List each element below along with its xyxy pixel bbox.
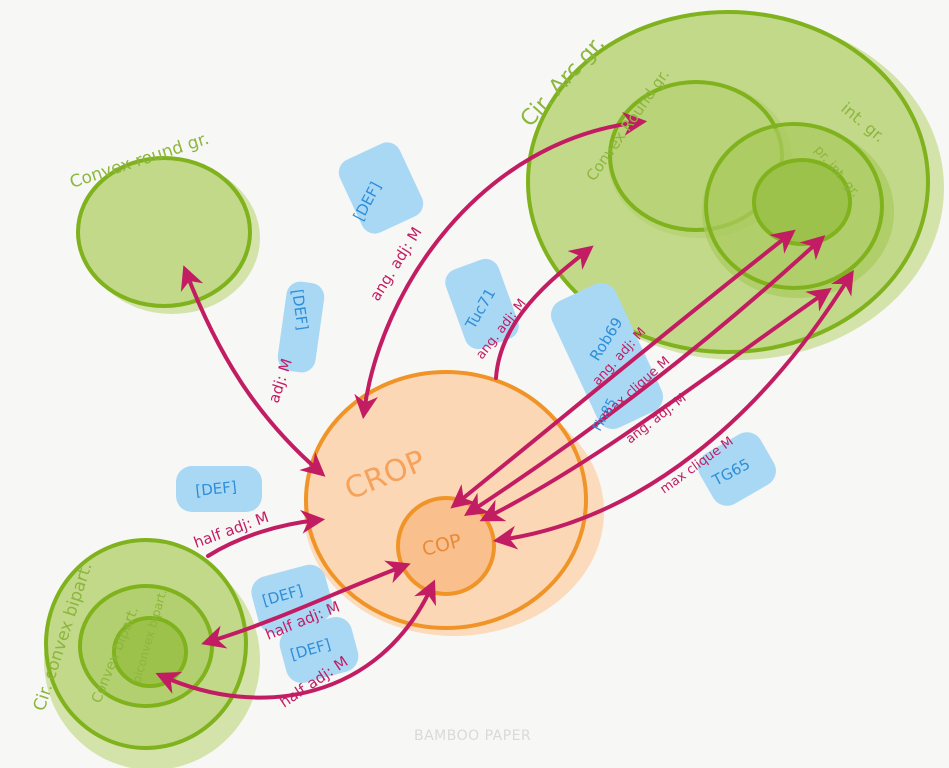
arrow-biconvex-bipart-cop <box>155 579 436 700</box>
def-ref-3: [DEF] <box>195 478 238 500</box>
arrow-convex-round-crop <box>180 265 326 477</box>
def-ref-1: [DEF] <box>288 288 312 331</box>
relation-arrows <box>155 111 854 700</box>
def-highlight-3 <box>176 466 262 512</box>
arrow-cop-int-gr-3 <box>492 269 854 550</box>
ang-adj-m-label-1: ang. adj: M <box>366 224 425 304</box>
arrow-crop-convex-round-inner <box>354 111 648 420</box>
adj-m-label: adj: M <box>265 356 296 405</box>
watermark: BAMBOO PAPER <box>414 728 531 744</box>
arrow-bipart-crop <box>206 509 326 558</box>
